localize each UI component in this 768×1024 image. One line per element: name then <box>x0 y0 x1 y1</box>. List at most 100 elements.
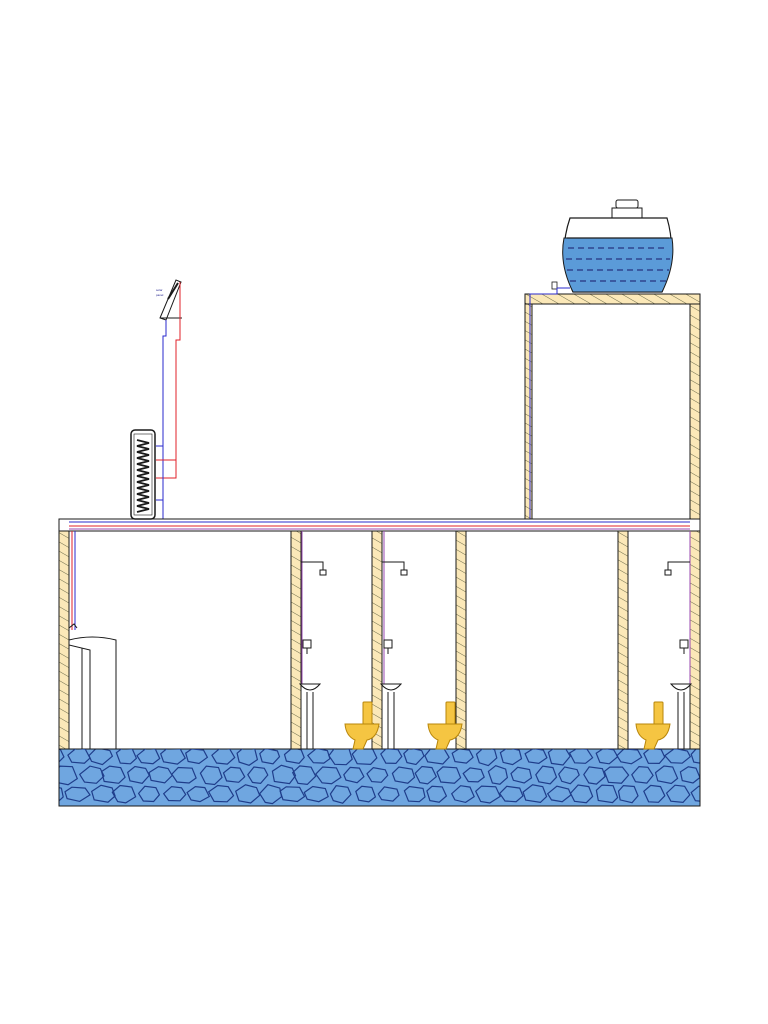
foundation-stone <box>171 766 197 784</box>
foundation-stone <box>78 765 105 784</box>
foundation-stone <box>403 785 426 803</box>
rooftop-water-tank <box>551 199 674 293</box>
foundation-stone <box>679 766 700 784</box>
foundation-stone <box>222 766 246 783</box>
foundation-stone <box>259 749 281 765</box>
shower-head-icon <box>382 561 408 576</box>
toilet-icon <box>635 701 671 750</box>
foundation-stone <box>291 765 317 786</box>
foundation-stone <box>207 784 235 803</box>
solar-label-1: solar <box>156 288 163 292</box>
shower-head-icon <box>664 561 690 576</box>
foundation-stone <box>616 749 643 765</box>
foundation-stone <box>64 786 91 803</box>
foundation-stone <box>88 749 114 766</box>
foundation-stone <box>451 749 474 764</box>
foundation-stone <box>558 766 580 785</box>
foundation-stone <box>59 787 64 802</box>
wall-partition-4 <box>617 530 629 750</box>
shower-mixer-icon <box>383 639 393 654</box>
foundation-stone <box>654 765 679 785</box>
distribution-pipes <box>69 288 691 684</box>
solar-collector: solar panel <box>156 279 182 321</box>
foundation-stone <box>617 784 639 804</box>
foundation-stone <box>306 749 331 764</box>
foundation-stone <box>162 785 187 802</box>
foundation-stone <box>100 765 126 784</box>
foundation-stone <box>474 785 501 804</box>
foundation-stone <box>136 749 161 765</box>
foundation-stone <box>186 785 211 803</box>
foundation-stone <box>403 749 425 766</box>
foundation-stone <box>546 785 572 803</box>
bathroom-stall-1 <box>298 561 380 750</box>
bathroom-stall-3 <box>635 561 693 750</box>
wall-sink-icon <box>669 683 693 749</box>
foundation-stone <box>487 765 509 785</box>
foundation-stone <box>127 765 151 784</box>
foundation-stone <box>690 749 700 764</box>
wall-sink-icon <box>379 683 403 749</box>
wall-partition-1 <box>290 530 302 750</box>
shower-head-icon <box>301 561 327 576</box>
foundation-stone <box>328 749 353 766</box>
tank-stand-room <box>524 293 701 520</box>
foundation-stone <box>436 766 462 784</box>
foundation-stone <box>315 766 342 785</box>
foundation-stone <box>247 766 269 785</box>
washbasin-pedestal <box>68 623 117 750</box>
foundation-stone <box>234 784 261 804</box>
foundation-stone <box>283 749 305 765</box>
foundation-stone <box>569 784 594 804</box>
foundation-stone <box>303 785 329 803</box>
foundation-stone <box>583 766 606 785</box>
foundation-stone <box>271 764 297 785</box>
foundation-stone <box>199 765 223 786</box>
wall-left <box>58 530 70 750</box>
foundation-stone <box>603 766 630 784</box>
solar-loop-pipes <box>156 282 181 519</box>
shower-mixer-icon <box>302 639 312 654</box>
foundation-stone <box>522 784 548 804</box>
foundation-stone <box>414 765 438 785</box>
foundation-stone <box>499 749 523 766</box>
foundation-stone <box>595 784 619 804</box>
foundation-stone <box>547 749 571 766</box>
shower-mixer-icon <box>679 639 689 654</box>
foundation-stone <box>524 749 548 765</box>
foundation-stone <box>665 784 691 804</box>
foundation-stone <box>690 785 700 802</box>
foundation-stone <box>343 766 365 784</box>
hot-water-cylinder <box>130 429 156 520</box>
tank-stand-roof <box>524 293 701 305</box>
foundation-stone <box>377 786 400 802</box>
foundation-stone <box>111 784 137 804</box>
wall-partition-2 <box>371 530 383 750</box>
foundation-stone <box>475 749 498 767</box>
foundation-stone <box>631 765 654 784</box>
foundation-stone <box>664 749 692 764</box>
tank-stand-wall-right <box>689 303 701 520</box>
foundation-stone <box>366 767 389 783</box>
foundation-stone <box>380 749 403 765</box>
foundation-stone <box>329 784 352 804</box>
foundation-stone <box>595 749 619 765</box>
foundation-stone <box>236 749 259 766</box>
building-walls <box>58 530 701 750</box>
bathroom-stall-2 <box>379 561 463 750</box>
toilet-icon <box>427 701 463 750</box>
foundation-stone <box>90 784 116 803</box>
foundation-stone <box>391 766 416 784</box>
tank-stand-wall-left <box>524 303 533 520</box>
foundation-stone <box>498 785 524 803</box>
foundation-stone <box>535 765 558 785</box>
ground-foundation <box>58 748 701 807</box>
foundation-stone <box>450 785 475 804</box>
foundation-stone <box>426 785 448 803</box>
foundation-stone <box>137 785 161 803</box>
toilet-icon <box>344 701 380 750</box>
foundation-stone <box>568 749 594 764</box>
foundation-stone <box>258 784 283 805</box>
foundation-stone <box>211 749 236 765</box>
